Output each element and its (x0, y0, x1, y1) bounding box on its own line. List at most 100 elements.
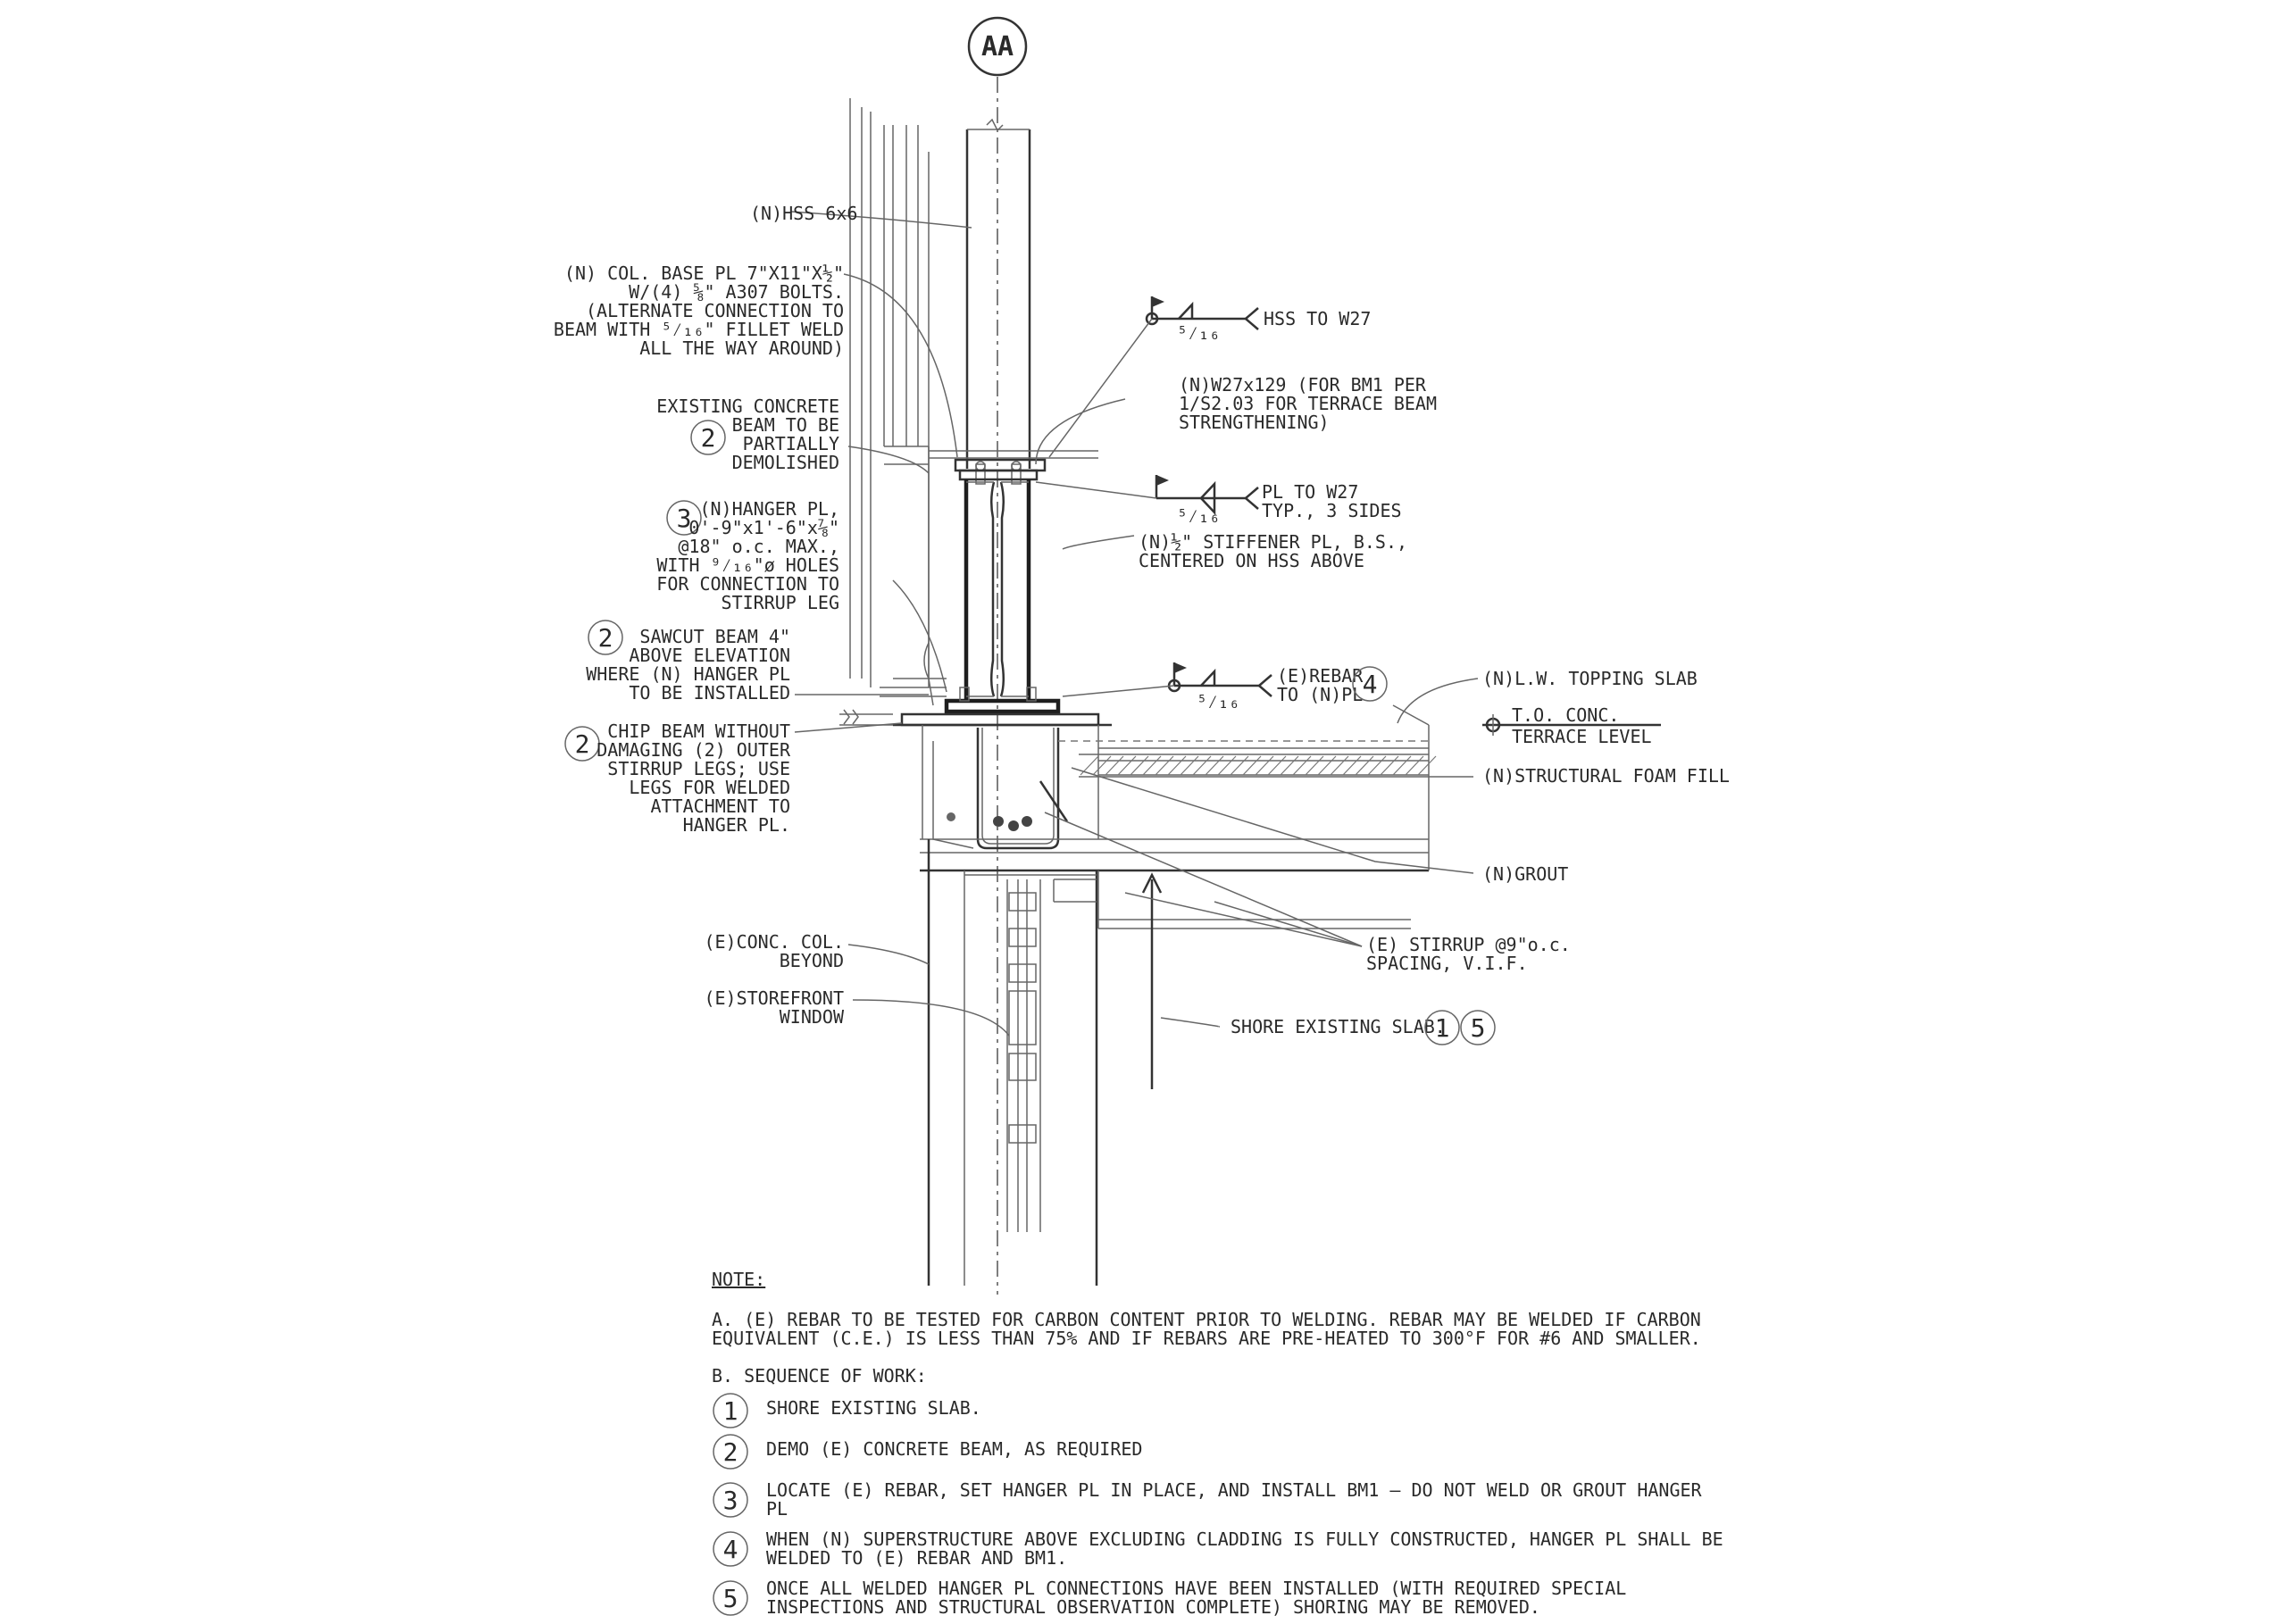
foam-hatch-line (1330, 755, 1349, 776)
label-hss: (N)HSS 6x6 (750, 203, 857, 224)
label-chip-line: HANGER PL. (683, 814, 790, 836)
step-2-num: 2 (723, 1437, 738, 1467)
label-hanger-pl: 3 (N)HANGER PL, 0'-9"x1'-6"x⅞" @18" o.c.… (656, 498, 839, 613)
step-1-line: SHORE EXISTING SLAB. (766, 1397, 981, 1419)
foam-hatch-line (1092, 755, 1112, 776)
foam-hatch-line (1217, 755, 1237, 776)
break-symbol (839, 709, 893, 726)
foam-hatch-line (1255, 755, 1274, 776)
note-a-line: A. (E) REBAR TO BE TESTED FOR CARBON CON… (712, 1309, 1701, 1330)
note-b: B. SEQUENCE OF WORK: (712, 1365, 927, 1387)
label-topping: (N)L.W. TOPPING SLAB (1482, 668, 1698, 689)
label-to-conc: T.O. CONC. TERRACE LEVEL (1512, 704, 1652, 747)
foam-hatch-line (1380, 755, 1399, 776)
existing-stirrups (947, 728, 1069, 850)
to-conc-elevation-marker (1482, 714, 1661, 736)
label-stiffener: (N)½" STIFFENER PL, B.S., CENTERED ON HS… (1139, 531, 1407, 571)
step-1-num: 1 (723, 1396, 738, 1426)
storefront-window (1006, 879, 1041, 1232)
label-to-conc-line: T.O. CONC. (1512, 704, 1619, 726)
foam-hatch-line (1180, 755, 1199, 776)
foam-hatch-line (1342, 755, 1362, 776)
bubble-2a: 2 (701, 423, 716, 453)
bubble-3: 3 (677, 504, 692, 533)
foam-hatch-line (1230, 755, 1249, 776)
label-pl-to-w27-line: TYP., 3 SIDES (1262, 500, 1402, 521)
label-w27-line: STRENGTHENING) (1179, 412, 1330, 433)
label-chip-line: DAMAGING (2) OUTER (597, 739, 791, 761)
label-stirrup-line: (E) STIRRUP @9"o.c. (1366, 934, 1571, 955)
section-mark: AA (967, 16, 1028, 77)
foam-hatch-line (1392, 755, 1412, 776)
foam-hatch-line (1267, 755, 1287, 776)
step-5-line: ONCE ALL WELDED HANGER PL CONNECTIONS HA… (766, 1578, 1626, 1599)
label-hanger-pl-line: (N)HANGER PL, (699, 498, 839, 520)
step-4: 4 WHEN (N) SUPERSTRUCTURE ABOVE EXCLUDIN… (713, 1528, 1723, 1569)
label-rebar: (E)REBAR TO (N)PL 4 (1277, 665, 1388, 705)
foam-hatch-line (1317, 755, 1337, 776)
step-4-line: WELDED TO (E) REBAR AND BM1. (766, 1547, 1067, 1569)
weld-symbol-rebar-to-pl: ⁵⁄₁₆ (1062, 662, 1272, 712)
label-storefront-line: (E)STOREFRONT (704, 987, 844, 1009)
step-3: 3 LOCATE (E) REBAR, SET HANGER PL IN PLA… (713, 1479, 1703, 1520)
leader-lines (789, 211, 1479, 1037)
foam-hatch-line (1367, 755, 1387, 776)
label-conc-col-line: BEYOND (780, 950, 844, 971)
foam-hatch-line (1305, 755, 1324, 776)
step-1: 1 SHORE EXISTING SLAB. (713, 1393, 981, 1428)
label-rebar-line: (E)REBAR (1277, 665, 1364, 687)
label-hss-to-w27: HSS TO W27 (1264, 308, 1371, 329)
bubble-4: 4 (1363, 670, 1378, 699)
label-chip-line: LEGS FOR WELDED (629, 777, 790, 798)
label-sawcut-line: ABOVE ELEVATION (629, 645, 790, 666)
foam-hatch-line (1192, 755, 1212, 776)
label-storefront: (E)STOREFRONT WINDOW (704, 987, 845, 1028)
label-chip: 2 CHIP BEAM WITHOUT DAMAGING (2) OUTER S… (564, 720, 791, 836)
hss-column (965, 118, 1031, 469)
bubble-5: 5 (1471, 1013, 1486, 1043)
curtain-wall-above (849, 98, 930, 687)
foam-hatch-line (1405, 755, 1424, 776)
label-existing-beam-line: EXISTING CONCRETE (656, 396, 839, 417)
label-conc-col-line: (E)CONC. COL. (704, 931, 844, 953)
foam-hatch-line (1292, 755, 1312, 776)
foam-hatch-line (1167, 755, 1187, 776)
label-chip-line: STIRRUP LEGS; USE (607, 758, 790, 779)
label-conc-col: (E)CONC. COL. BEYOND (704, 931, 844, 971)
label-col-base-line: W/(4) ⅝" A307 BOLTS. (629, 281, 844, 303)
label-storefront-line: WINDOW (780, 1006, 845, 1028)
label-sawcut-line: SAWCUT BEAM 4" (639, 626, 790, 647)
label-existing-beam: 2 EXISTING CONCRETE BEAM TO BE PARTIALLY… (656, 396, 839, 473)
label-shore-text: SHORE EXISTING SLAB. (1231, 1016, 1446, 1037)
note-heading: NOTE: (712, 1269, 765, 1290)
label-sawcut-line: WHERE (N) HANGER PL (586, 663, 790, 685)
weld-symbol-pl-to-w27: ⁵⁄₁₆ (1035, 475, 1259, 527)
label-existing-beam-line: BEAM TO BE (732, 414, 839, 436)
topping-slab (1058, 704, 1430, 742)
bubble-2c: 2 (575, 729, 590, 759)
step-2: 2 DEMO (E) CONCRETE BEAM, AS REQUIRED (713, 1434, 1142, 1470)
step-3-line: LOCATE (E) REBAR, SET HANGER PL IN PLACE… (766, 1479, 1703, 1501)
existing-concrete-beam (880, 446, 1112, 849)
label-pl-to-w27-line: PL TO W27 (1262, 481, 1358, 503)
label-col-base-line: (ALTERNATE CONNECTION TO (586, 300, 844, 321)
label-hanger-pl-line: WITH ⁹⁄₁₆"ø HOLES (656, 554, 839, 576)
label-stiffener-line: CENTERED ON HSS ABOVE (1139, 550, 1364, 571)
weld-symbol-hss-to-w27: ⁵⁄₁₆ (1048, 296, 1259, 458)
existing-slab (920, 725, 1430, 929)
step-5-line: INSPECTIONS AND STRUCTURAL OBSERVATION C… (766, 1596, 1540, 1618)
label-shore: SHORE EXISTING SLAB. 1 5 (1231, 1010, 1496, 1045)
foam-hatch-line (1155, 755, 1174, 776)
foam-hatch-line (1105, 755, 1124, 776)
existing-concrete-column (927, 839, 1098, 1286)
label-pl-to-w27: PL TO W27 TYP., 3 SIDES (1262, 481, 1402, 521)
weld-size-2: ⁵⁄₁₆ (1177, 505, 1220, 527)
bubble-2b: 2 (598, 623, 613, 653)
step-3-num: 3 (723, 1486, 738, 1515)
step-5: 5 ONCE ALL WELDED HANGER PL CONNECTIONS … (713, 1578, 1626, 1618)
label-col-base-line: (N) COL. BASE PL 7"X11"X½" (564, 262, 844, 284)
weld-size-1: ⁵⁄₁₆ (1177, 322, 1220, 344)
notes: NOTE: A. (E) REBAR TO BE TESTED FOR CARB… (712, 1269, 1723, 1618)
label-chip-line: ATTACHMENT TO (650, 795, 790, 817)
